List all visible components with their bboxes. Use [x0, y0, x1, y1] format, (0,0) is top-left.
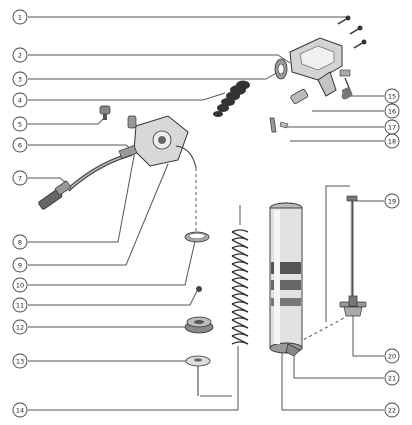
callout-17: 17 [384, 119, 400, 135]
svg-text:6: 6 [18, 142, 22, 150]
gasket-part [274, 58, 288, 80]
plunger-washer-part [184, 316, 214, 334]
valve-part [127, 115, 137, 129]
callout-10: 10 [12, 277, 28, 293]
coupler-part [38, 180, 71, 210]
callout-8: 8 [12, 234, 28, 250]
fitting-5-part [99, 105, 111, 120]
svg-text:11: 11 [16, 302, 24, 310]
parts [38, 15, 367, 396]
pump-head-housing-part [289, 37, 353, 97]
ball-part [196, 286, 202, 292]
svg-text:1: 1 [18, 14, 22, 22]
callout-18: 18 [384, 133, 400, 149]
plunger-rod-part [346, 195, 358, 300]
callout-22: 22 [384, 402, 400, 418]
callout-5: 5 [12, 116, 28, 132]
svg-text:18: 18 [388, 138, 396, 146]
svg-text:19: 19 [388, 198, 396, 206]
pin-17-part [269, 117, 289, 133]
leader-lines [28, 16, 384, 411]
svg-text:15: 15 [388, 93, 396, 101]
disc-part [185, 355, 211, 396]
svg-text:16: 16 [388, 108, 396, 116]
callouts-right: 15 16 17 18 19 20 21 22 [384, 88, 400, 418]
svg-text:7: 7 [18, 175, 22, 183]
callout-2: 2 [12, 47, 28, 63]
svg-text:9: 9 [18, 262, 22, 270]
callout-13: 13 [12, 353, 28, 369]
svg-text:14: 14 [16, 407, 24, 415]
callout-16: 16 [384, 103, 400, 119]
follower-21-part [285, 343, 301, 357]
callout-11: 11 [12, 297, 28, 313]
svg-text:3: 3 [18, 76, 22, 84]
svg-text:17: 17 [388, 124, 396, 132]
conical-spring-part [213, 80, 250, 117]
svg-text:21: 21 [388, 375, 396, 383]
svg-text:22: 22 [388, 407, 396, 415]
callout-20: 20 [384, 348, 400, 364]
svg-text:5: 5 [18, 121, 22, 129]
callout-7: 7 [12, 170, 28, 186]
coil-spring-part [231, 229, 249, 345]
svg-text:2: 2 [18, 52, 22, 60]
callout-15: 15 [384, 88, 400, 104]
svg-text:4: 4 [18, 97, 22, 105]
screws-part [337, 15, 367, 49]
pump-body-part [133, 115, 197, 169]
callout-3: 3 [12, 71, 28, 87]
t-handle-part [339, 295, 367, 317]
callout-6: 6 [12, 137, 28, 153]
callout-12: 12 [12, 319, 28, 335]
grease-barrel-part [269, 202, 303, 354]
callout-1: 1 [12, 9, 28, 25]
svg-text:8: 8 [18, 239, 22, 247]
callouts-left: 1 2 3 4 5 6 7 8 9 10 11 12 13 14 [12, 9, 28, 418]
callout-9: 9 [12, 257, 28, 273]
callout-14: 14 [12, 402, 28, 418]
seal-ring-part [184, 231, 210, 243]
fitting-16-part [290, 87, 353, 104]
svg-text:13: 13 [16, 358, 24, 366]
callout-21: 21 [384, 370, 400, 386]
hose-part [66, 145, 138, 192]
svg-text:12: 12 [16, 324, 24, 332]
svg-text:10: 10 [16, 282, 24, 290]
svg-text:20: 20 [388, 353, 396, 361]
callout-19: 19 [384, 193, 400, 209]
callout-4: 4 [12, 92, 28, 108]
